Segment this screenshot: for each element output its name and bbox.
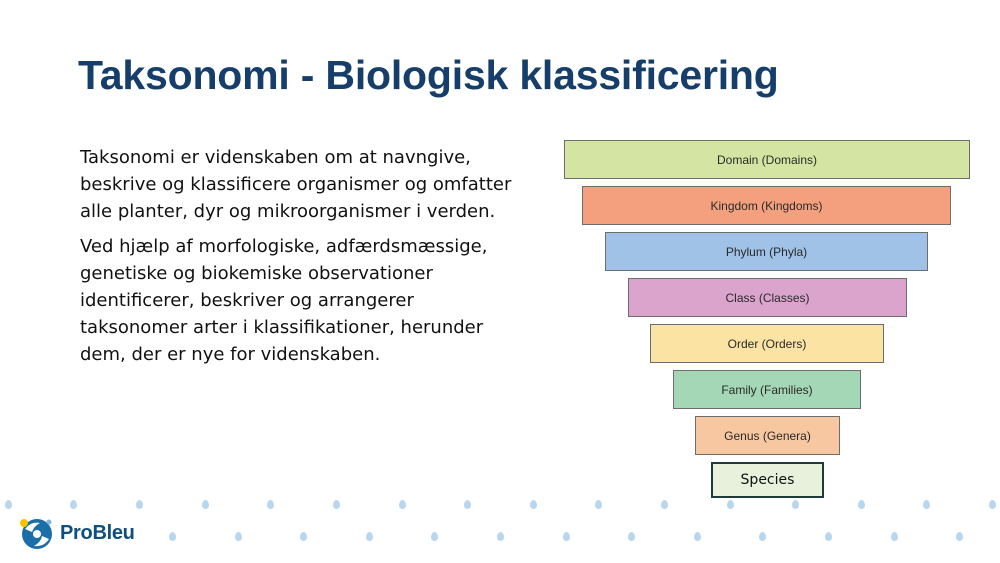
decorative-dot [333, 500, 340, 509]
decorative-dot [530, 500, 537, 509]
decorative-dot [399, 500, 406, 509]
decorative-dot [694, 532, 701, 541]
decorative-dot [464, 500, 471, 509]
decorative-dot [136, 500, 143, 509]
decorative-dot [202, 500, 209, 509]
decorative-dot [366, 532, 373, 541]
decorative-dot [891, 532, 898, 541]
decorative-dot [497, 532, 504, 541]
brand-logo: ProBleu [16, 513, 135, 553]
decorative-dot [595, 500, 602, 509]
decorative-dot [70, 500, 77, 509]
decorative-dot [267, 500, 274, 509]
decorative-dot [235, 532, 242, 541]
decorative-dot [989, 500, 996, 509]
decorative-dot [5, 500, 12, 509]
slide-title: Taksonomi - Biologisk klassificering [78, 52, 779, 98]
paragraph-2: Ved hjælp af morfologiske, adfærdsmæssig… [80, 236, 488, 365]
decorative-dot [858, 500, 865, 509]
decorative-dot [169, 532, 176, 541]
decorative-dot [923, 500, 930, 509]
decorative-dot [825, 532, 832, 541]
decorative-dot [661, 500, 668, 509]
probleu-logo-icon [20, 519, 52, 549]
slide-body: Taksonomi er videnskaben om at navngive,… [80, 144, 520, 376]
decorative-dot [628, 532, 635, 541]
decorative-dot [792, 500, 799, 509]
paragraph-1: Taksonomi er videnskaben om at navngive,… [80, 147, 512, 222]
decorative-dot [300, 532, 307, 541]
brand-name: ProBleu [60, 521, 135, 544]
decorative-dot [956, 532, 963, 541]
decorative-dot [759, 532, 766, 541]
decorative-dot [431, 532, 438, 541]
decorative-dot [727, 500, 734, 509]
decorative-dot [563, 532, 570, 541]
